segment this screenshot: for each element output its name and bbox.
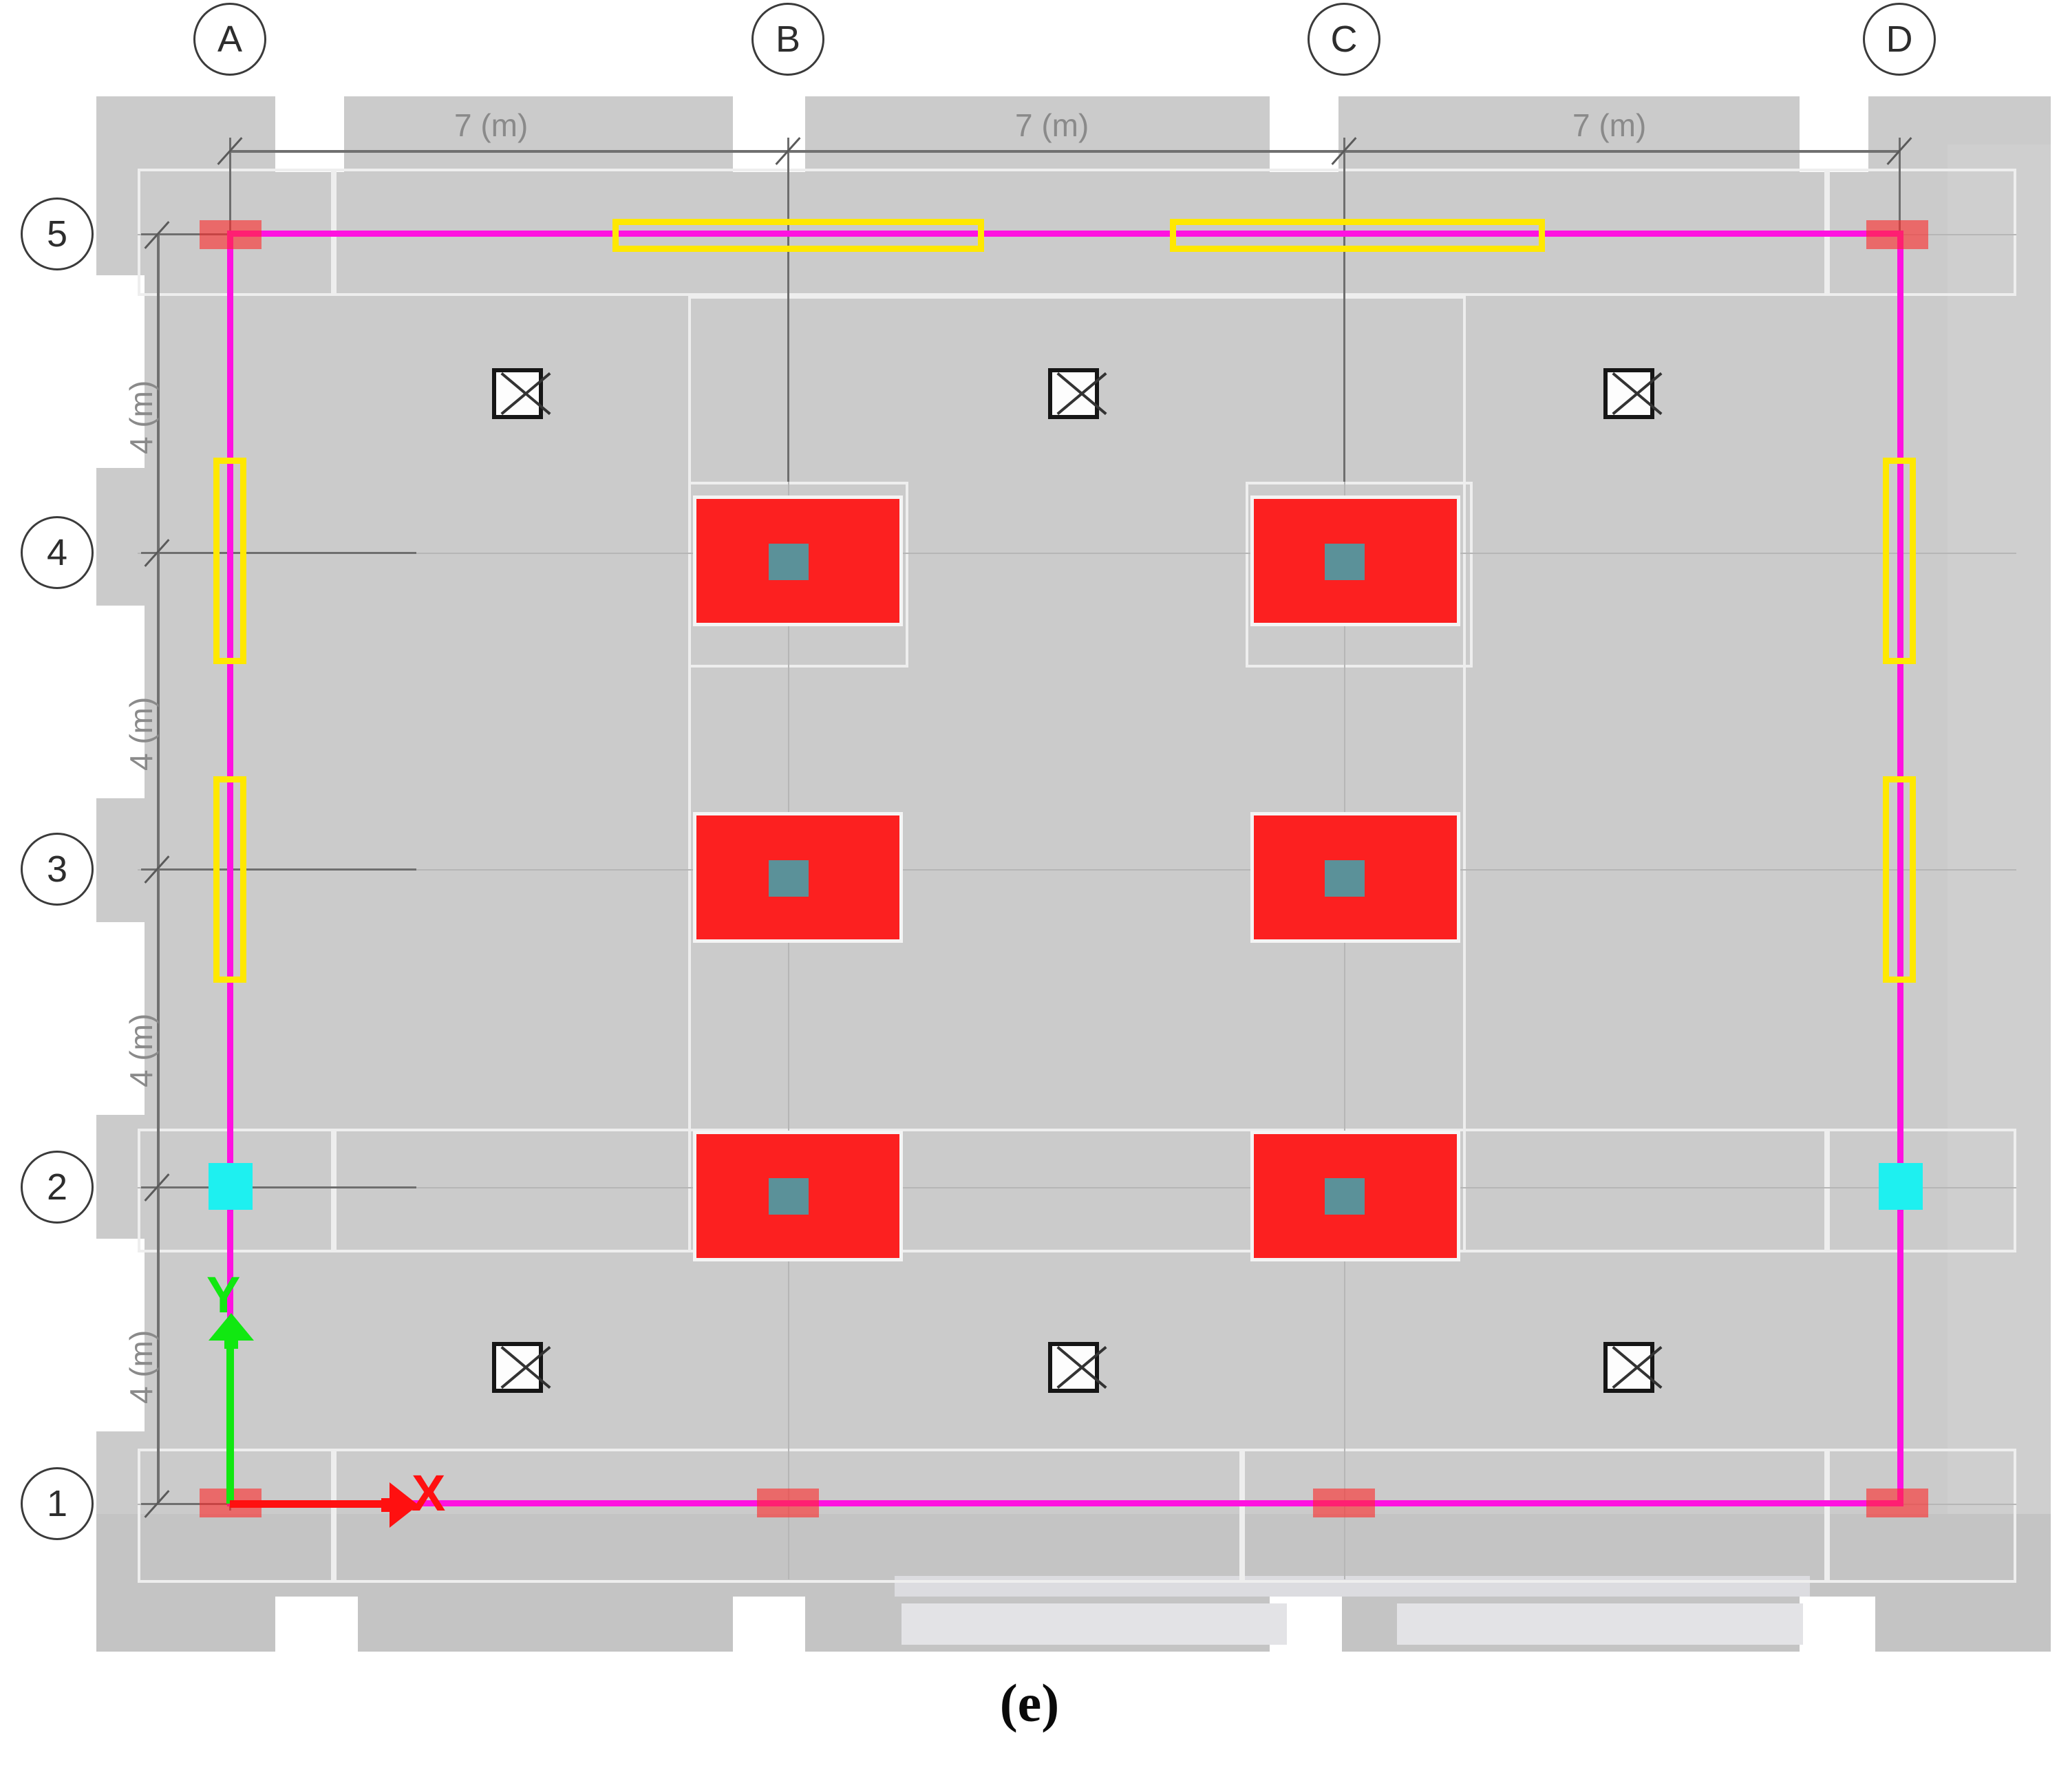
damper-core-b4 bbox=[769, 544, 809, 580]
x-brace-icon-bot-b bbox=[492, 1342, 543, 1393]
notch-bottom-2 bbox=[733, 1597, 805, 1665]
slab-main-body bbox=[96, 96, 2051, 1542]
y-axis-stem bbox=[226, 1328, 234, 1504]
grid-bubble-3[interactable]: 3 bbox=[21, 833, 94, 906]
damper-core-c3 bbox=[1325, 860, 1365, 897]
notch-left-1 bbox=[89, 275, 145, 468]
dimension-label-43: 4 (m) bbox=[123, 696, 159, 771]
outline-panel-cluster-right bbox=[1246, 482, 1473, 668]
x-axis-stem bbox=[230, 1500, 381, 1508]
node-red-d5 bbox=[1866, 220, 1928, 249]
floor-plan-canvas: 7 (m) 7 (m) 7 (m) 4 (m) 4 (m) 4 (m) 4 (m… bbox=[0, 0, 2059, 1603]
internal-grid-line-4 bbox=[138, 553, 2016, 554]
node-red-a5 bbox=[200, 220, 262, 249]
slab-right-extension bbox=[1948, 145, 2051, 1514]
damper-core-c4 bbox=[1325, 544, 1365, 580]
notch-top-4 bbox=[1800, 89, 1868, 172]
slab-bottom-light-band-b bbox=[1397, 1603, 1803, 1645]
frame-line-col-a bbox=[227, 231, 233, 1506]
y-axis-label: Y bbox=[206, 1266, 241, 1323]
shear-wall-left-54 bbox=[213, 458, 246, 664]
grid-bubble-c[interactable]: C bbox=[1308, 3, 1380, 76]
damper-core-b3 bbox=[769, 860, 809, 897]
notch-top-3 bbox=[1270, 89, 1338, 172]
shear-wall-left-43 bbox=[213, 776, 246, 983]
node-cyan-a2 bbox=[209, 1163, 253, 1210]
node-red-c1 bbox=[1313, 1489, 1375, 1517]
dimension-label-bc: 7 (m) bbox=[1015, 107, 1089, 143]
dimension-label-32: 4 (m) bbox=[123, 1013, 159, 1087]
internal-grid-line-3 bbox=[138, 869, 2016, 871]
notch-left-2 bbox=[89, 606, 145, 798]
shear-wall-top-bc bbox=[1170, 219, 1545, 252]
outline-room-bot-left bbox=[138, 1449, 334, 1583]
grid-bubble-b[interactable]: B bbox=[751, 3, 824, 76]
node-red-d1 bbox=[1866, 1489, 1928, 1517]
outline-core-area bbox=[688, 296, 1466, 1252]
outline-band-bot-b bbox=[1242, 1449, 1827, 1583]
shear-wall-right-54 bbox=[1883, 458, 1916, 664]
grid-bubble-5[interactable]: 5 bbox=[21, 198, 94, 270]
grid-bubble-4[interactable]: 4 bbox=[21, 516, 94, 589]
notch-top-1 bbox=[275, 89, 344, 172]
outline-room-mid-right bbox=[1827, 1129, 2016, 1252]
notch-bottom-1 bbox=[275, 1597, 358, 1665]
shear-wall-right-43 bbox=[1883, 776, 1916, 983]
figure-caption: (e) bbox=[999, 1673, 1060, 1733]
frame-line-row-5 bbox=[227, 231, 1903, 237]
grid-bubble-1[interactable]: 1 bbox=[21, 1467, 94, 1540]
x-axis-arrowhead-icon bbox=[381, 1482, 418, 1528]
grid-bubble-d[interactable]: D bbox=[1863, 3, 1936, 76]
outline-band-mid bbox=[334, 1129, 1827, 1252]
outline-panel-cluster-left bbox=[688, 482, 908, 668]
slab-bottom-light-band-a bbox=[902, 1603, 1287, 1645]
grid-axis-4 bbox=[141, 552, 416, 554]
dimension-label-ab: 7 (m) bbox=[454, 107, 529, 143]
grid-axis-3 bbox=[141, 868, 416, 871]
x-brace-icon-top-b bbox=[492, 368, 543, 419]
notch-left-3 bbox=[89, 922, 145, 1115]
outline-room-mid-left bbox=[138, 1129, 334, 1252]
slab-bottom-light-band-c bbox=[895, 1576, 1810, 1597]
dimension-label-21: 4 (m) bbox=[123, 1330, 159, 1404]
grid-bubble-a[interactable]: A bbox=[193, 3, 266, 76]
dimension-label-54: 4 (m) bbox=[123, 380, 159, 454]
grid-axis-b bbox=[787, 138, 789, 482]
x-brace-icon-bot-c bbox=[1048, 1342, 1099, 1393]
x-axis-label: X bbox=[412, 1464, 446, 1522]
dimension-line-horizontal bbox=[230, 150, 1899, 153]
grid-bubble-2[interactable]: 2 bbox=[21, 1151, 94, 1224]
x-brace-icon-top-c bbox=[1048, 368, 1099, 419]
notch-left-4 bbox=[89, 1239, 145, 1431]
damper-core-b2 bbox=[769, 1178, 809, 1215]
node-red-b1 bbox=[757, 1489, 819, 1517]
grid-axis-2 bbox=[141, 1186, 416, 1188]
internal-grid-line-2 bbox=[138, 1187, 2016, 1188]
node-cyan-d2 bbox=[1879, 1163, 1923, 1210]
dimension-label-cd: 7 (m) bbox=[1572, 107, 1647, 143]
frame-line-col-d bbox=[1897, 231, 1903, 1506]
x-brace-icon-top-d bbox=[1603, 368, 1654, 419]
notch-bottom-4 bbox=[1800, 1597, 1875, 1665]
notch-top-2 bbox=[733, 89, 805, 172]
y-axis-arrowhead-icon bbox=[209, 1313, 254, 1349]
x-brace-icon-bot-d bbox=[1603, 1342, 1654, 1393]
frame-line-row-1 bbox=[227, 1500, 1903, 1506]
shear-wall-top-ab bbox=[612, 219, 984, 252]
outline-room-bot-right bbox=[1827, 1449, 2016, 1583]
damper-core-c2 bbox=[1325, 1178, 1365, 1215]
grid-axis-c bbox=[1343, 138, 1345, 482]
